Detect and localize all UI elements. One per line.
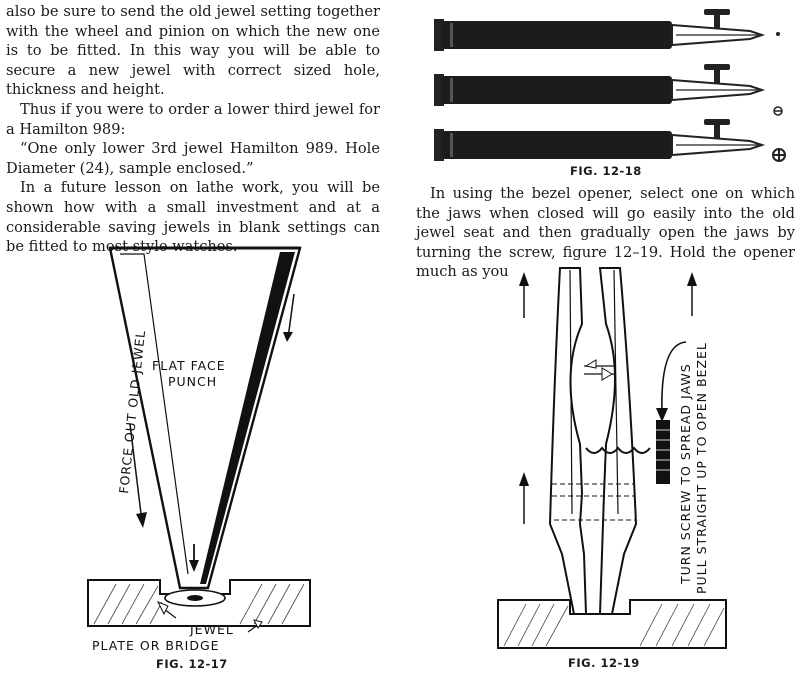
punch-label: PUNCH <box>168 374 217 389</box>
turn-screw-label: TURN SCREW TO SPREAD JAWS <box>678 363 693 585</box>
pull-straight-label: PULL STRAIGHT UP TO OPEN BEZEL <box>694 342 709 594</box>
paragraph: Thus if you were to order a lower third … <box>6 100 380 138</box>
plate-bridge-label: PLATE OR BRIDGE <box>92 638 220 653</box>
fig-12-18-caption: FIG. 12-18 <box>570 164 642 178</box>
fig-12-17-illustration: FORCE OUT OLD JEWEL FLAT FACE PUNCH JEWE… <box>87 246 311 653</box>
paragraph: also be sure to send the old jewel setti… <box>6 3 380 99</box>
fig-12-19-caption: FIG. 12-19 <box>568 656 640 670</box>
fig-12-17-caption: FIG. 12-17 <box>156 657 228 671</box>
paragraph: “One only lower 3rd jewel Hamilton 989. … <box>6 140 380 177</box>
paragraph: In using the bezel opener, select one on… <box>416 185 795 281</box>
fig-12-19-illustration: TURN SCREW TO SPREAD JAWS PULL STRAIGHT … <box>497 267 727 649</box>
left-text-column: also be sure to send the old jewel setti… <box>6 2 380 257</box>
fig-12-18-illustration <box>433 8 786 162</box>
flat-face-label: FLAT FACE <box>152 358 226 373</box>
jewel-label: JEWEL <box>189 622 234 637</box>
right-text-column: In using the bezel opener, select one on… <box>416 184 795 282</box>
